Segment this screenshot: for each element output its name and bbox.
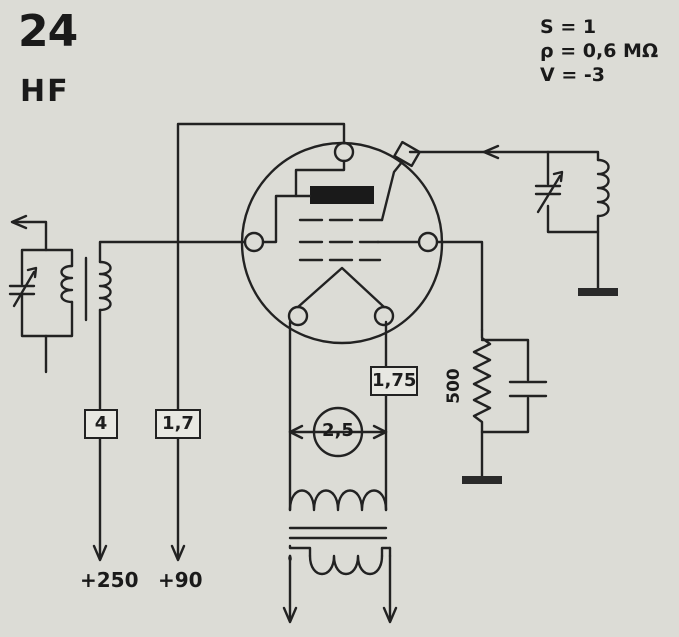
param-sep: =: [560, 40, 577, 62]
tube-type: HF: [20, 74, 70, 109]
supply-plate: +250: [80, 568, 139, 592]
param-s: S = 1: [540, 16, 597, 38]
param-symbol: S: [540, 16, 554, 38]
ground-bottom: [462, 476, 502, 484]
param-sep: =: [560, 16, 577, 38]
tube-plate: [310, 186, 374, 204]
pin-top: [333, 141, 355, 163]
pin-bottom-left: [287, 305, 309, 327]
box-plate-left: 4: [84, 409, 118, 439]
pin-right: [417, 231, 439, 253]
box-screen: 1,7: [155, 409, 201, 439]
param-value: -3: [583, 64, 605, 86]
box-cathode-res: 1,75: [370, 366, 418, 396]
resistor-label: 500: [443, 368, 464, 404]
pin-left: [243, 231, 265, 253]
tube-top-cap: [393, 140, 421, 168]
param-value: 1: [582, 16, 597, 38]
filament-circle: [312, 406, 364, 458]
param-symbol: V: [540, 64, 555, 86]
param-rho: ρ = 0,6 MΩ: [540, 40, 659, 62]
filament-label: 2,5: [322, 420, 354, 441]
param-v: V = -3: [540, 64, 605, 86]
ground-right: [578, 288, 618, 296]
param-value: 0,6 MΩ: [582, 40, 659, 62]
pin-bottom-right: [373, 305, 395, 327]
param-symbol: ρ: [540, 40, 554, 62]
tube-number: 24: [18, 6, 78, 57]
param-sep: =: [561, 64, 578, 86]
supply-screen: +90: [158, 568, 203, 592]
